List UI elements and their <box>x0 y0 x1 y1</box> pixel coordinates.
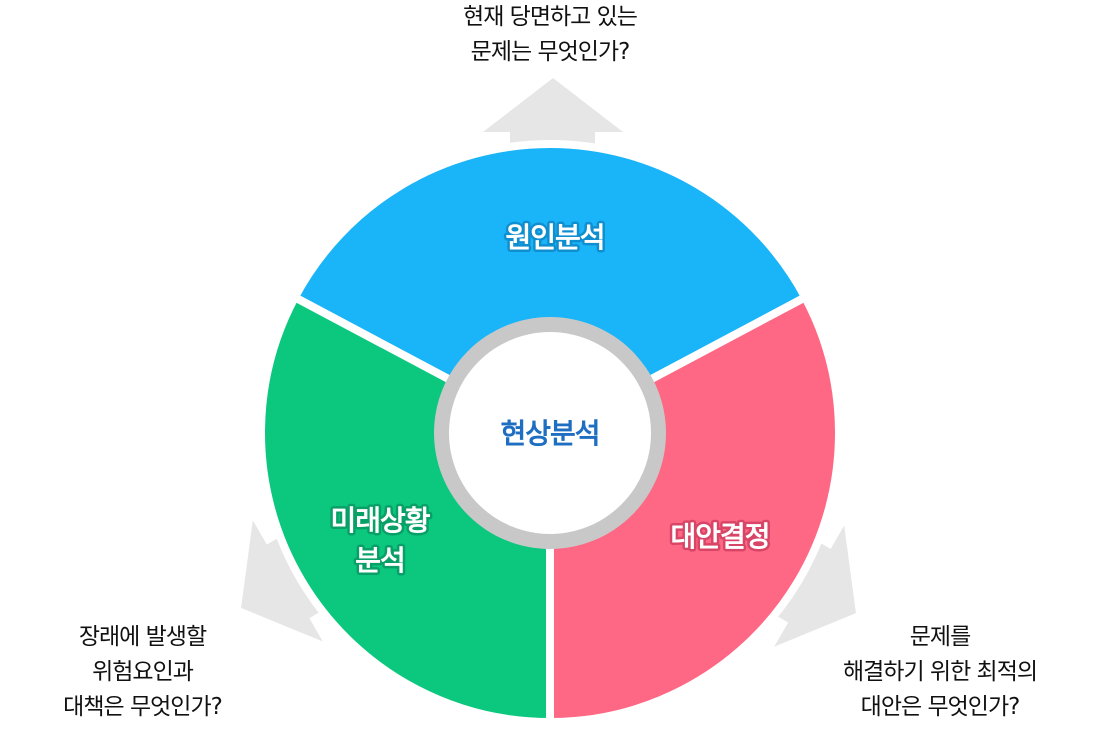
question-top: 현재 당면하고 있는 문제는 무엇인가? <box>400 0 700 70</box>
segment-label-future-analysis-line1: 미래상황 <box>330 504 430 537</box>
question-bottom-right-line: 문제를 <box>909 624 971 650</box>
question-bottom-left-line: 장래에 발생할 <box>78 624 207 650</box>
center-circle <box>449 332 651 534</box>
question-top-line: 현재 당면하고 있는 <box>463 4 638 30</box>
question-top-line: 문제는 무엇인가? <box>470 39 631 65</box>
question-bottom-right: 문제를 해결하기 위한 최적의 대안은 무엇인가? <box>790 620 1090 725</box>
question-bottom-right-line: 대안은 무엇인가? <box>860 694 1021 720</box>
question-bottom-left-line: 대책은 무엇인가? <box>63 694 223 720</box>
segment-label-alternative-decision: 대안결정 <box>670 520 769 553</box>
segment-label-future-analysis-line2: 분석 <box>355 544 405 577</box>
question-bottom-right-line: 해결하기 위한 최적의 <box>842 659 1038 685</box>
question-bottom-left: 장래에 발생할 위험요인과 대책은 무엇인가? <box>0 620 285 725</box>
center-label: 현상분석 <box>500 417 599 450</box>
segment-label-cause-analysis: 원인분석 <box>505 221 604 254</box>
question-bottom-left-line: 위험요인과 <box>92 659 194 685</box>
